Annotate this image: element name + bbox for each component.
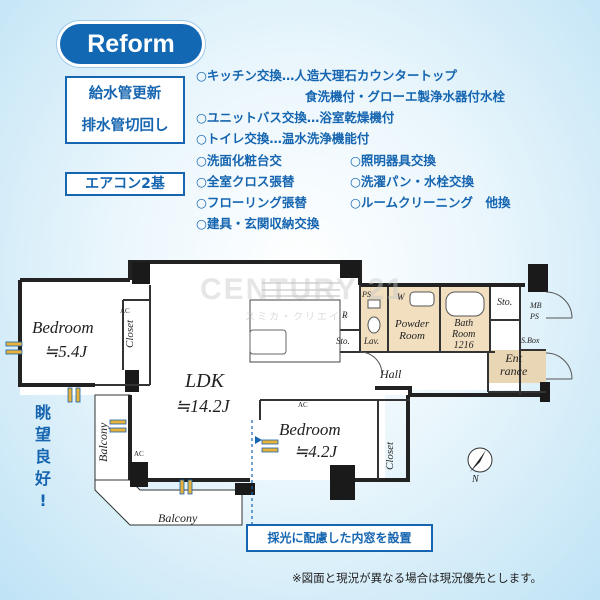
reform-item-vanity: ○洗面化粧台交 — [196, 153, 282, 168]
reform-item-bath: ○ユニットバス交換…浴室乾燥機付 — [196, 110, 395, 125]
pipe-work-line1: 給水管更新 — [88, 86, 162, 102]
pipe-work-box: 給水管更新 排水管切回し — [65, 76, 185, 144]
ac2-label: AC — [298, 401, 308, 409]
reform-item-toilet: ○トイレ交換…温水洗浄機能付 — [196, 131, 370, 146]
inner-window-note: 採光に配慮した内窓を設置 — [246, 524, 433, 552]
balcony2-label: Balcony — [158, 511, 198, 525]
reform-item-cleaning: ○ルームクリーニング 他換 — [350, 195, 511, 210]
storage2-label: Sto. — [497, 297, 513, 308]
entrance-floor — [488, 350, 546, 383]
pipe-work-line2: 排水管切回し — [81, 118, 169, 134]
ldk-name: LDK — [185, 370, 224, 392]
powder-room-line1: Powder — [395, 318, 430, 330]
reform-badge: Reform — [60, 24, 202, 64]
bath-room-line1: Bath — [454, 318, 474, 329]
bedroom2-name: Bedroom — [279, 420, 341, 439]
ps-label-2: PS — [530, 312, 539, 321]
bedroom2-size: ≒4.2J — [294, 442, 338, 461]
view-char-5: ! — [39, 491, 47, 510]
washer-label: W — [397, 292, 405, 302]
hall-label: Hall — [380, 367, 402, 381]
reform-item-wallpaper: ○全室クロス張替 — [196, 174, 295, 189]
refrigerator-label: R — [342, 310, 348, 320]
compass-label: N — [472, 474, 479, 485]
watermark-sub: スミカ・クリエイト — [245, 312, 353, 323]
powder-room-label: Powder Room — [395, 318, 429, 342]
powder-room-line2: Room — [399, 330, 425, 342]
lav-label: Lav. — [364, 336, 380, 346]
air-conditioner-box: エアコン2基 — [65, 172, 185, 196]
footnote: ※図面と現況が異なる場合は現況優先とします。 — [292, 571, 542, 585]
reform-item-kitchen: ○キッチン交換…人造大理石カウンタートップ — [196, 68, 457, 83]
balcony1-label: Balcony — [96, 422, 110, 462]
closet1-label: Closet — [124, 319, 136, 348]
reform-item-lighting: ○照明器具交換 — [350, 153, 436, 168]
shoe-box-label: S.Box — [521, 336, 540, 345]
view-char-4: 好 — [34, 469, 51, 488]
entrance-line1: Ent — [505, 351, 522, 365]
bath-room-label: Bath Room 1216 — [452, 318, 475, 351]
bath-room-line3: 1216 — [453, 340, 474, 351]
view-char-2: 望 — [34, 425, 51, 444]
storage1-label: Sto. — [336, 336, 350, 346]
ac1-label: AC — [120, 307, 130, 315]
reform-item-fittings: ○建具・玄関収納交換 — [196, 216, 320, 231]
compass-needle — [470, 450, 486, 472]
ldk-size: ≒14.2J — [175, 396, 230, 416]
bath-room-line2: Room — [452, 329, 476, 340]
mb-label: MB — [530, 301, 542, 310]
good-view-text: 眺 望 良 好 ! — [30, 402, 56, 512]
entrance-label: Ent rance — [500, 352, 527, 378]
reform-item-flooring: ○フローリング張替 — [196, 195, 307, 210]
ac3-label: AC — [134, 450, 144, 458]
watermark-brand: CENTURY 21 — [200, 273, 406, 306]
view-char-3: 良 — [34, 447, 51, 466]
bedroom1-size: ≒5.4J — [44, 342, 88, 361]
entrance-line2: rance — [500, 364, 528, 378]
bedroom1-name: Bedroom — [32, 318, 94, 337]
ps-label: PS — [362, 290, 371, 299]
closet2-label: Closet — [384, 441, 396, 470]
reform-item-laundry: ○洗濯パン・水栓交換 — [350, 174, 475, 189]
view-char-1: 眺 — [34, 403, 51, 422]
mb-ps-label: MB PS — [530, 300, 542, 322]
reform-item-kitchen-detail: 食洗機付・グローエ製浄水器付水栓 — [305, 89, 506, 104]
